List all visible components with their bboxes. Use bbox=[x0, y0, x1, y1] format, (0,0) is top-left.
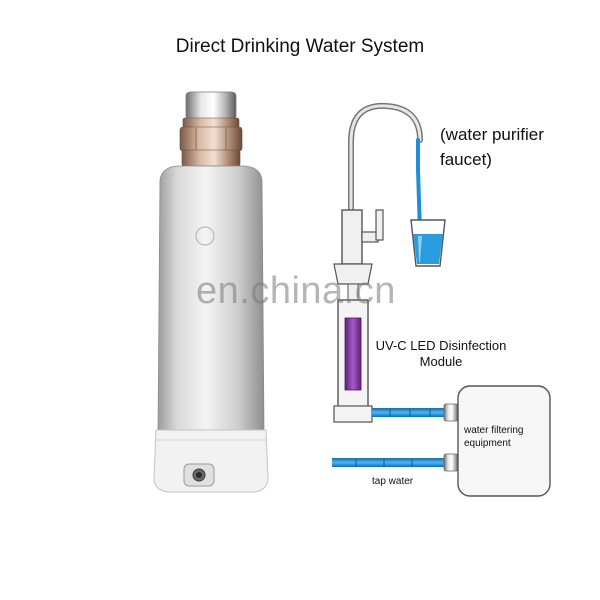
filtering-equipment-box bbox=[457, 385, 551, 497]
page-title: Direct Drinking Water System bbox=[175, 36, 425, 57]
pipe-uv-to-filter bbox=[372, 403, 459, 422]
pipe-tap-water bbox=[332, 453, 459, 472]
filtering-equipment-label-line1: water filtering bbox=[464, 425, 524, 436]
uv-module bbox=[333, 299, 373, 423]
faucet-label: (water purifier faucet) bbox=[440, 122, 590, 172]
faucet-label-line1: (water purifier bbox=[440, 125, 544, 144]
filtering-equipment-label-line2: equipment bbox=[464, 438, 511, 449]
uv-module-label-line2: Module bbox=[419, 354, 463, 369]
uv-module-label-line1: UV-C LED Disinfection bbox=[375, 338, 507, 353]
filtering-equipment-label: water filtering equipment bbox=[464, 424, 544, 450]
faucet-label-line2: faucet) bbox=[440, 150, 492, 169]
glass bbox=[410, 219, 446, 267]
water-stream bbox=[416, 138, 422, 234]
faucet bbox=[333, 102, 423, 305]
uv-module-label: UV-C LED Disinfection Module bbox=[366, 338, 516, 370]
tap-water-label: tap water bbox=[372, 476, 414, 487]
watermark: en.china.cn bbox=[196, 270, 396, 312]
filter-cartridge bbox=[153, 91, 269, 493]
